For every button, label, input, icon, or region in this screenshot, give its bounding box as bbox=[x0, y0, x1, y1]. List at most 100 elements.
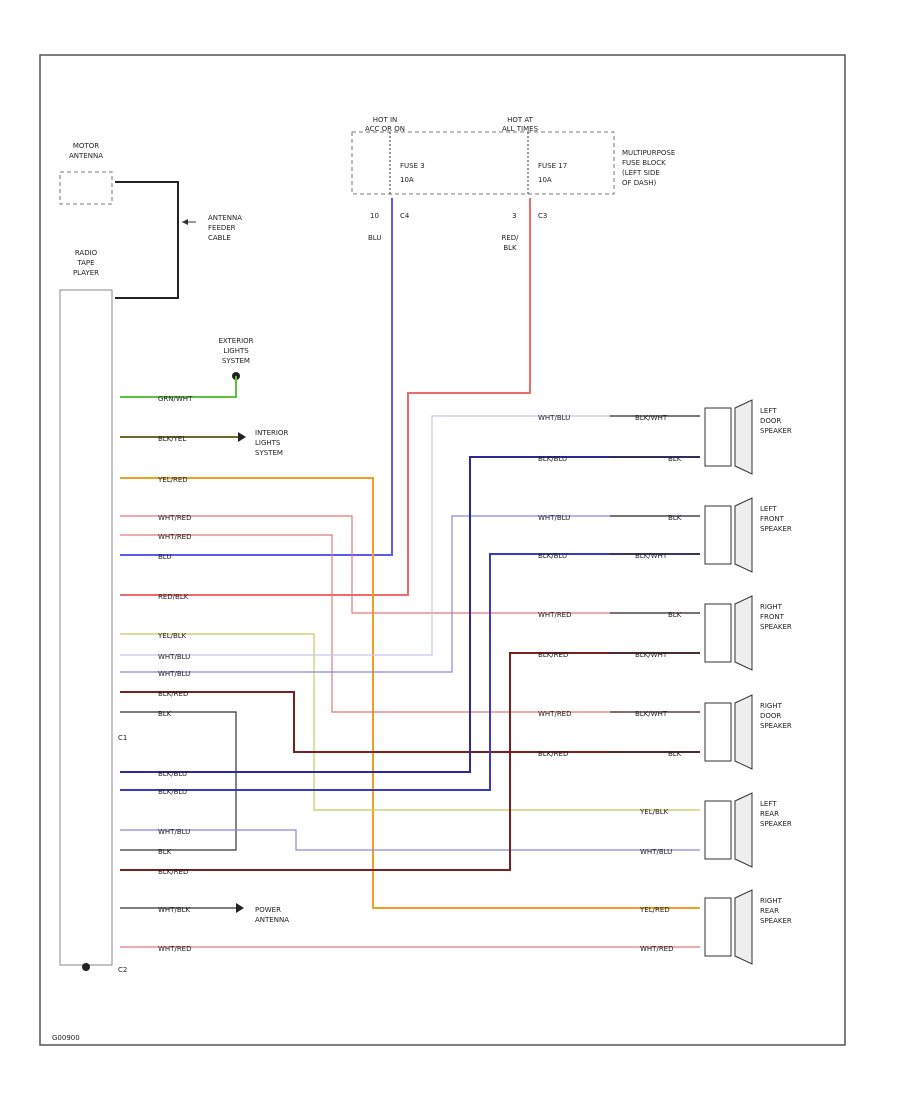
spk2-name-2: FRONT bbox=[760, 515, 785, 523]
fuse-b-pin: 3 bbox=[512, 212, 516, 220]
wire-wht-red-a bbox=[120, 515, 700, 614]
feeder-arrow-icon bbox=[182, 219, 188, 225]
spk2-name-1: LEFT bbox=[760, 505, 777, 513]
radio-label-2: TAPE bbox=[76, 259, 94, 267]
power-antenna-arrow-icon bbox=[236, 903, 244, 913]
power-antenna-label-2: ANTENNA bbox=[255, 916, 289, 924]
fuse-block-label-4: OF DASH) bbox=[622, 179, 657, 187]
spk4-out2-label: BLK bbox=[668, 750, 682, 758]
wire-label-wht-blu-a: WHT/BLU bbox=[158, 653, 190, 661]
spk5-body bbox=[704, 800, 732, 860]
spk5-cone-icon bbox=[734, 792, 753, 868]
wire-blk-blu-a bbox=[120, 456, 700, 773]
spk1-in1-label: WHT/BLU bbox=[538, 414, 570, 422]
feeder-label-1: ANTENNA bbox=[208, 214, 242, 222]
right-rear-speaker: YEL/RED WHT/RED RIGHT REAR SPEAKER bbox=[639, 889, 792, 965]
wire-label-blk-red-b: BLK/RED bbox=[158, 868, 188, 876]
spk3-in2-label: BLK/RED bbox=[538, 651, 568, 659]
spk3-out2-label: BLK/WHT bbox=[635, 651, 668, 659]
wire-label-blk-a: BLK bbox=[158, 710, 172, 718]
hot-acc-label-2: ACC OR ON bbox=[365, 125, 405, 133]
spk1-name-1: LEFT bbox=[760, 407, 777, 415]
spk2-out2-label: BLK/WHT bbox=[635, 552, 668, 560]
interior-lights-label-3: SYSTEM bbox=[255, 449, 283, 457]
wire-label-blk-blu-b: BLK/BLU bbox=[158, 788, 187, 796]
spk4-body bbox=[704, 702, 732, 762]
motor-antenna-box bbox=[59, 171, 113, 205]
spk2-name-3: SPEAKER bbox=[760, 525, 792, 533]
spk1-name-3: SPEAKER bbox=[760, 427, 792, 435]
wire-label-blk-blu-a: BLK/BLU bbox=[158, 770, 187, 778]
spk3-cone-icon bbox=[734, 595, 753, 671]
wire-wht-blu-b bbox=[120, 515, 700, 673]
radio-connector-c2: C2 bbox=[118, 966, 127, 974]
wire-label-grn-wht: GRN/WHT bbox=[158, 395, 193, 403]
spk4-name-1: RIGHT bbox=[760, 702, 783, 710]
feeder-label-3: CABLE bbox=[208, 234, 231, 242]
spk1-in2-label: BLK/BLU bbox=[538, 455, 567, 463]
spk1-out1-label: BLK/WHT bbox=[635, 414, 668, 422]
spk1-name-2: DOOR bbox=[760, 417, 781, 425]
spk2-in1-label: WHT/BLU bbox=[538, 514, 570, 522]
fuse-a-label-2: 10A bbox=[400, 176, 414, 184]
spk6-name-3: SPEAKER bbox=[760, 917, 792, 925]
fuse-b-connector: C3 bbox=[538, 212, 547, 220]
feed-wire-blu bbox=[120, 198, 393, 556]
wire-label-wht-red-b: WHT/RED bbox=[158, 533, 192, 541]
fuse-b-label-2: 10A bbox=[538, 176, 552, 184]
spk3-in1-label: WHT/RED bbox=[538, 611, 572, 619]
wire-label-yel-blk: YEL/BLK bbox=[157, 632, 187, 640]
fuse-block-label-2: FUSE BLOCK bbox=[622, 159, 666, 167]
wire-label-yel-red: YEL/RED bbox=[157, 476, 188, 484]
spk4-in2-label: BLK/RED bbox=[538, 750, 568, 758]
spk1-body bbox=[704, 407, 732, 467]
fuse-block-label-3: (LEFT SIDE bbox=[622, 169, 660, 177]
spk4-name-3: SPEAKER bbox=[760, 722, 792, 730]
spk5-name-3: SPEAKER bbox=[760, 820, 792, 828]
spk1-out2-label: BLK bbox=[668, 455, 682, 463]
fuse-a-wire-label: BLU bbox=[368, 234, 381, 242]
wire-grn-wht bbox=[120, 376, 237, 398]
figure-id: G00900 bbox=[52, 1034, 80, 1042]
spk3-name-2: FRONT bbox=[760, 613, 785, 621]
fuse-block-box bbox=[351, 131, 615, 195]
exterior-lights-label-2: LIGHTS bbox=[223, 347, 249, 355]
wire-label-blk-yel: BLK/YEL bbox=[158, 435, 186, 443]
wire-blk-red-a bbox=[120, 691, 700, 753]
radio-connector-c1: C1 bbox=[118, 734, 127, 742]
right-front-speaker: WHT/RED BLK BLK/RED BLK/WHT RIGHT FRONT … bbox=[538, 595, 792, 671]
wire-label-wht-blu-c: WHT/BLU bbox=[158, 828, 190, 836]
wire-label-blu: BLU bbox=[158, 553, 171, 561]
spk4-cone-icon bbox=[734, 694, 753, 770]
feeder-label-2: FEEDER bbox=[208, 224, 236, 232]
wire-label-blk-b: BLK bbox=[158, 848, 172, 856]
spk2-in2-label: BLK/BLU bbox=[538, 552, 567, 560]
spk1-cone-icon bbox=[734, 399, 753, 475]
fuse-a-connector: C4 bbox=[400, 212, 410, 220]
spk3-name-3: SPEAKER bbox=[760, 623, 792, 631]
wire-label-wht-blk: WHT/BLK bbox=[158, 906, 191, 914]
wire-blk-blu-b bbox=[120, 553, 700, 791]
exterior-lights-label-1: EXTERIOR bbox=[218, 337, 253, 345]
fuse-b-wire-label-1: RED/ bbox=[501, 234, 519, 242]
wire-blk-red-b bbox=[120, 652, 700, 871]
wire-label-red-blk: RED/BLK bbox=[158, 593, 189, 601]
spk3-name-1: RIGHT bbox=[760, 603, 783, 611]
antenna-feeder-cable bbox=[115, 181, 179, 299]
wire-blk-a bbox=[120, 711, 237, 851]
spk5-name-1: LEFT bbox=[760, 800, 777, 808]
spk6-in1-label: YEL/RED bbox=[639, 906, 670, 914]
spk6-body bbox=[704, 897, 732, 957]
hot-acc-label-1: HOT IN bbox=[373, 116, 398, 124]
spk5-in1-label: YEL/BLK bbox=[639, 808, 669, 816]
exterior-lights-label-3: SYSTEM bbox=[222, 357, 250, 365]
spk2-cone-icon bbox=[734, 497, 753, 573]
right-door-speaker: WHT/RED BLK/WHT BLK/RED BLK RIGHT DOOR S… bbox=[538, 694, 792, 770]
wire-wht-blu-a bbox=[120, 415, 700, 656]
wire-yel-blk bbox=[120, 633, 700, 811]
motor-antenna-label-2: ANTENNA bbox=[69, 152, 103, 160]
spk6-cone-icon bbox=[734, 889, 753, 965]
interior-lights-label-1: INTERIOR bbox=[255, 429, 288, 437]
motor-antenna-label-1: MOTOR bbox=[73, 142, 99, 150]
spk2-body bbox=[704, 505, 732, 565]
